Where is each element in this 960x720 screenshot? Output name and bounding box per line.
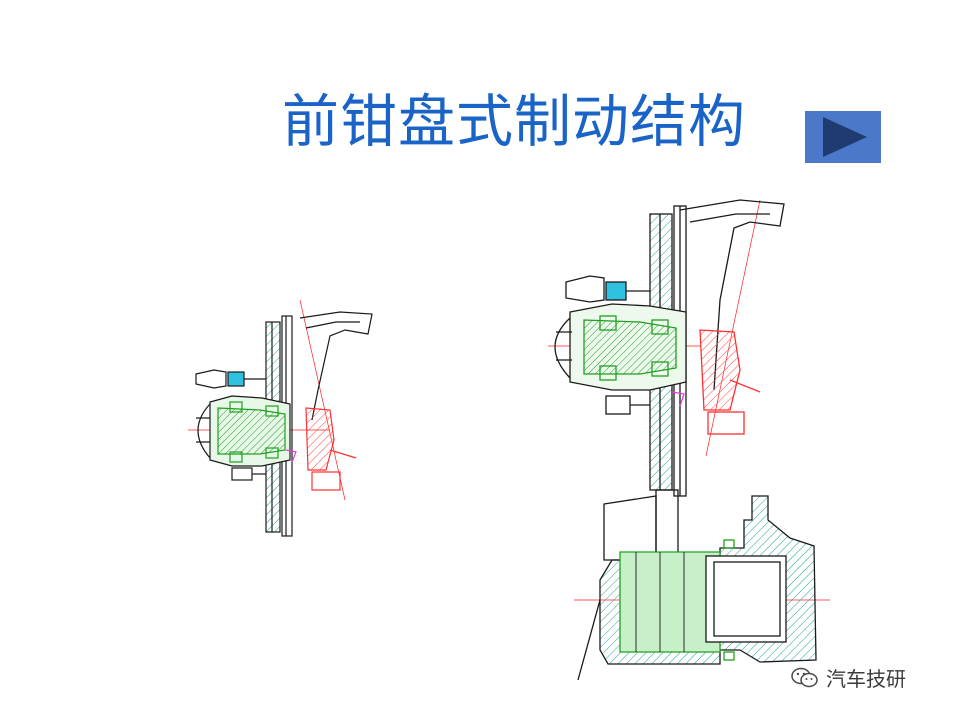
wechat-icon [791,667,818,688]
play-triangle-icon [823,117,867,157]
watermark: 汽车技研 [790,664,906,691]
small-assembly-view [188,299,373,537]
large-assembly-view [548,199,830,681]
slide-title: 前钳盘式制动结构 [282,89,746,155]
next-slide-button[interactable] [805,111,881,163]
watermark-text: 汽车技研 [826,666,906,691]
